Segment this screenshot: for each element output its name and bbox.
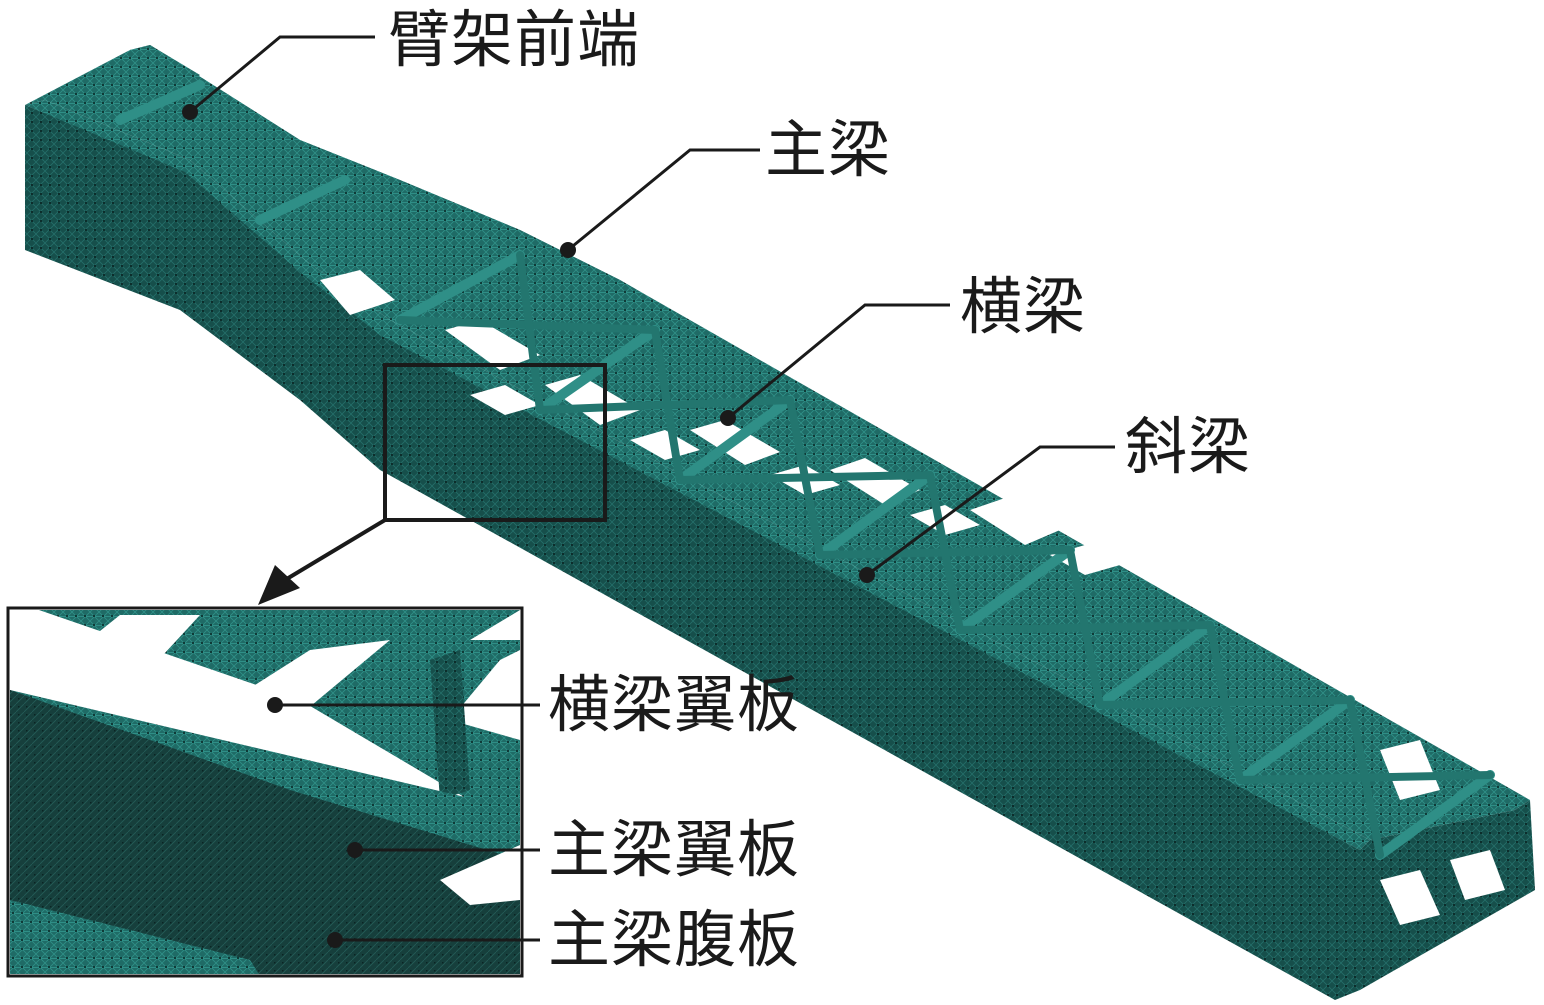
- inset-zoom-view: [6, 606, 524, 978]
- detail-region-box: [383, 363, 607, 522]
- leader-diagonal-beam: [866, 445, 1115, 577]
- detail-arrow-line: [283, 518, 387, 582]
- label-diagonal-beam: 斜梁: [1125, 410, 1252, 483]
- main-beam-side-web: [25, 105, 1360, 1000]
- label-cross-beam-flange: 横梁翼板: [548, 668, 801, 741]
- beam-structure: [25, 45, 1535, 1000]
- rear-end-face: [1360, 800, 1535, 990]
- label-main-beam: 主梁: [765, 113, 892, 186]
- label-main-beam-flange: 主梁翼板: [548, 813, 801, 886]
- leader-cross-beam: [727, 303, 950, 420]
- cross-beams: [115, 80, 1495, 860]
- detail-arrow-head: [258, 565, 300, 605]
- label-main-beam-web: 主梁腹板: [548, 903, 801, 976]
- main-beam-top-flange-near: [25, 100, 1370, 850]
- leader-lines: [189, 35, 1115, 942]
- leader-dots: [182, 104, 875, 948]
- deck-region: [45, 45, 1515, 840]
- leader-main-beam: [567, 148, 760, 252]
- leader-boom-front: [189, 35, 375, 114]
- label-cross-beam: 横梁: [960, 270, 1087, 343]
- label-boom-front: 臂架前端: [388, 3, 641, 76]
